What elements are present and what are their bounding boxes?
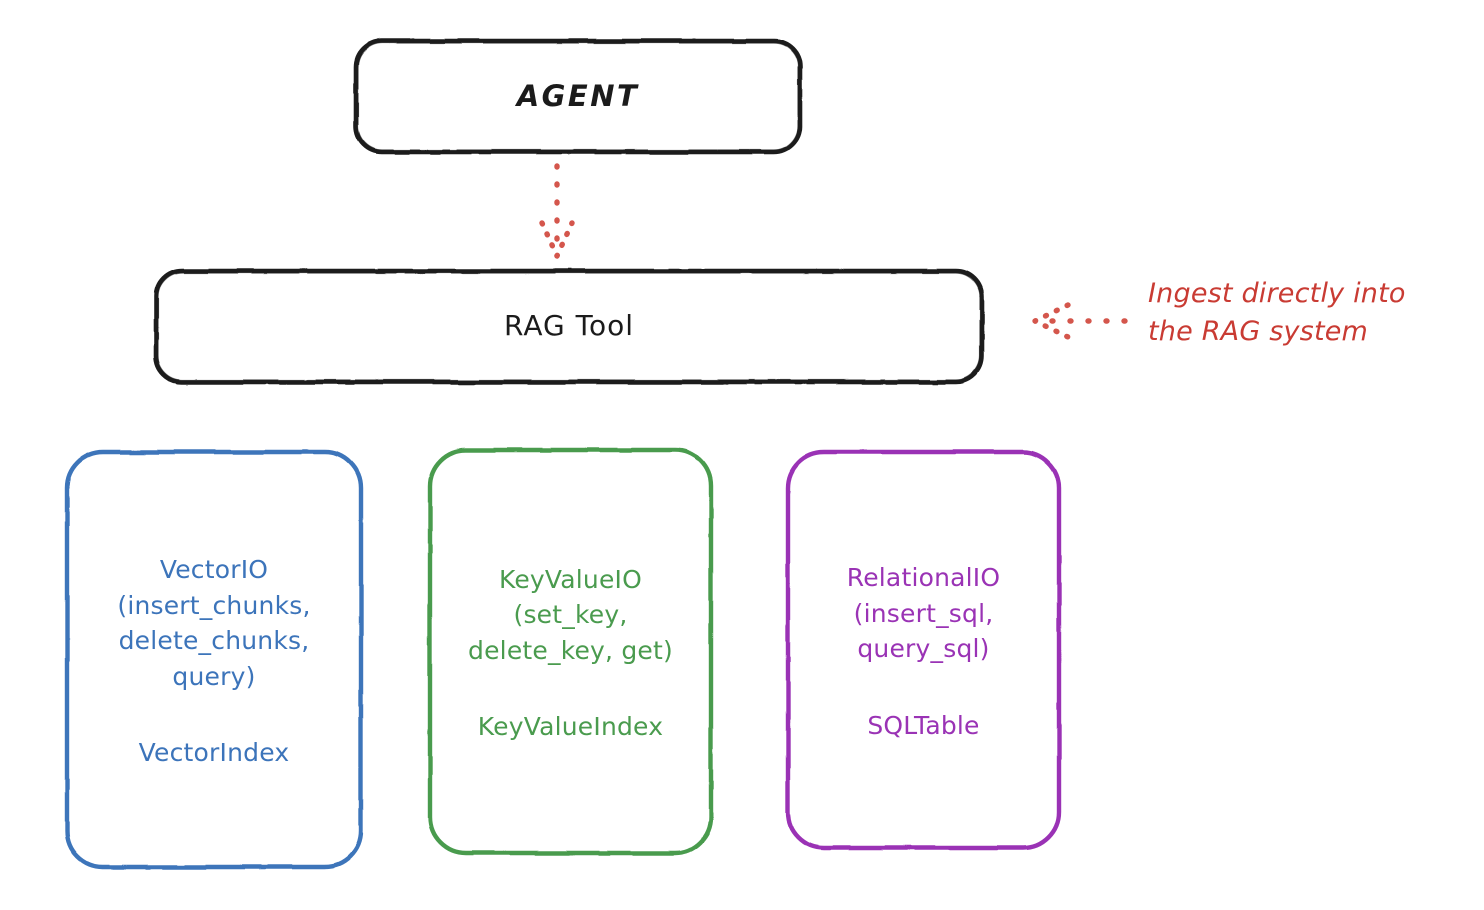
relational-io-node-sublabel: SQLTable (867, 710, 980, 740)
relational-io-node-content: RelationalIO (insert_sql, query_sql) SQL… (785, 560, 1062, 740)
agent-to-rag-tool-arrow (539, 163, 575, 259)
rag-tool-box-outline (153, 268, 985, 385)
vector-io-node-label: VectorIO (insert_chunks, delete_chunks, … (117, 555, 311, 691)
relational-io-node-label: RelationalIO (insert_sql, query_sql) (846, 563, 1001, 664)
vector-io-node-content: VectorIO (insert_chunks, delete_chunks, … (64, 552, 364, 767)
relational-io-box-outline (785, 449, 1062, 851)
keyvalue-io-box-outline (427, 447, 714, 856)
ingest-annotation-label: Ingest directly into the RAG system (1148, 278, 1406, 347)
ingest-annotation-arrow (1032, 302, 1128, 340)
vector-io-box-outline (64, 449, 364, 870)
vector-io-node[interactable]: VectorIO (insert_chunks, delete_chunks, … (64, 449, 364, 870)
rag-tool-node-label: RAG Tool (504, 309, 634, 343)
keyvalue-io-node[interactable]: KeyValueIO (set_key, delete_key, get) Ke… (427, 447, 714, 856)
keyvalue-io-node-content: KeyValueIO (set_key, delete_key, get) Ke… (427, 562, 714, 742)
keyvalue-io-node-label: KeyValueIO (set_key, delete_key, get) (468, 564, 673, 665)
vector-io-node-sublabel: VectorIndex (138, 738, 290, 767)
keyvalue-io-node-sublabel: KeyValueIndex (477, 712, 664, 742)
agent-box-outline (353, 38, 803, 155)
rag-tool-node[interactable]: RAG Tool (154, 269, 984, 384)
agent-node-label: AGENT (516, 79, 640, 114)
relational-io-node[interactable]: RelationalIO (insert_sql, query_sql) SQL… (785, 449, 1062, 851)
agent-node[interactable]: AGENT (354, 39, 802, 154)
